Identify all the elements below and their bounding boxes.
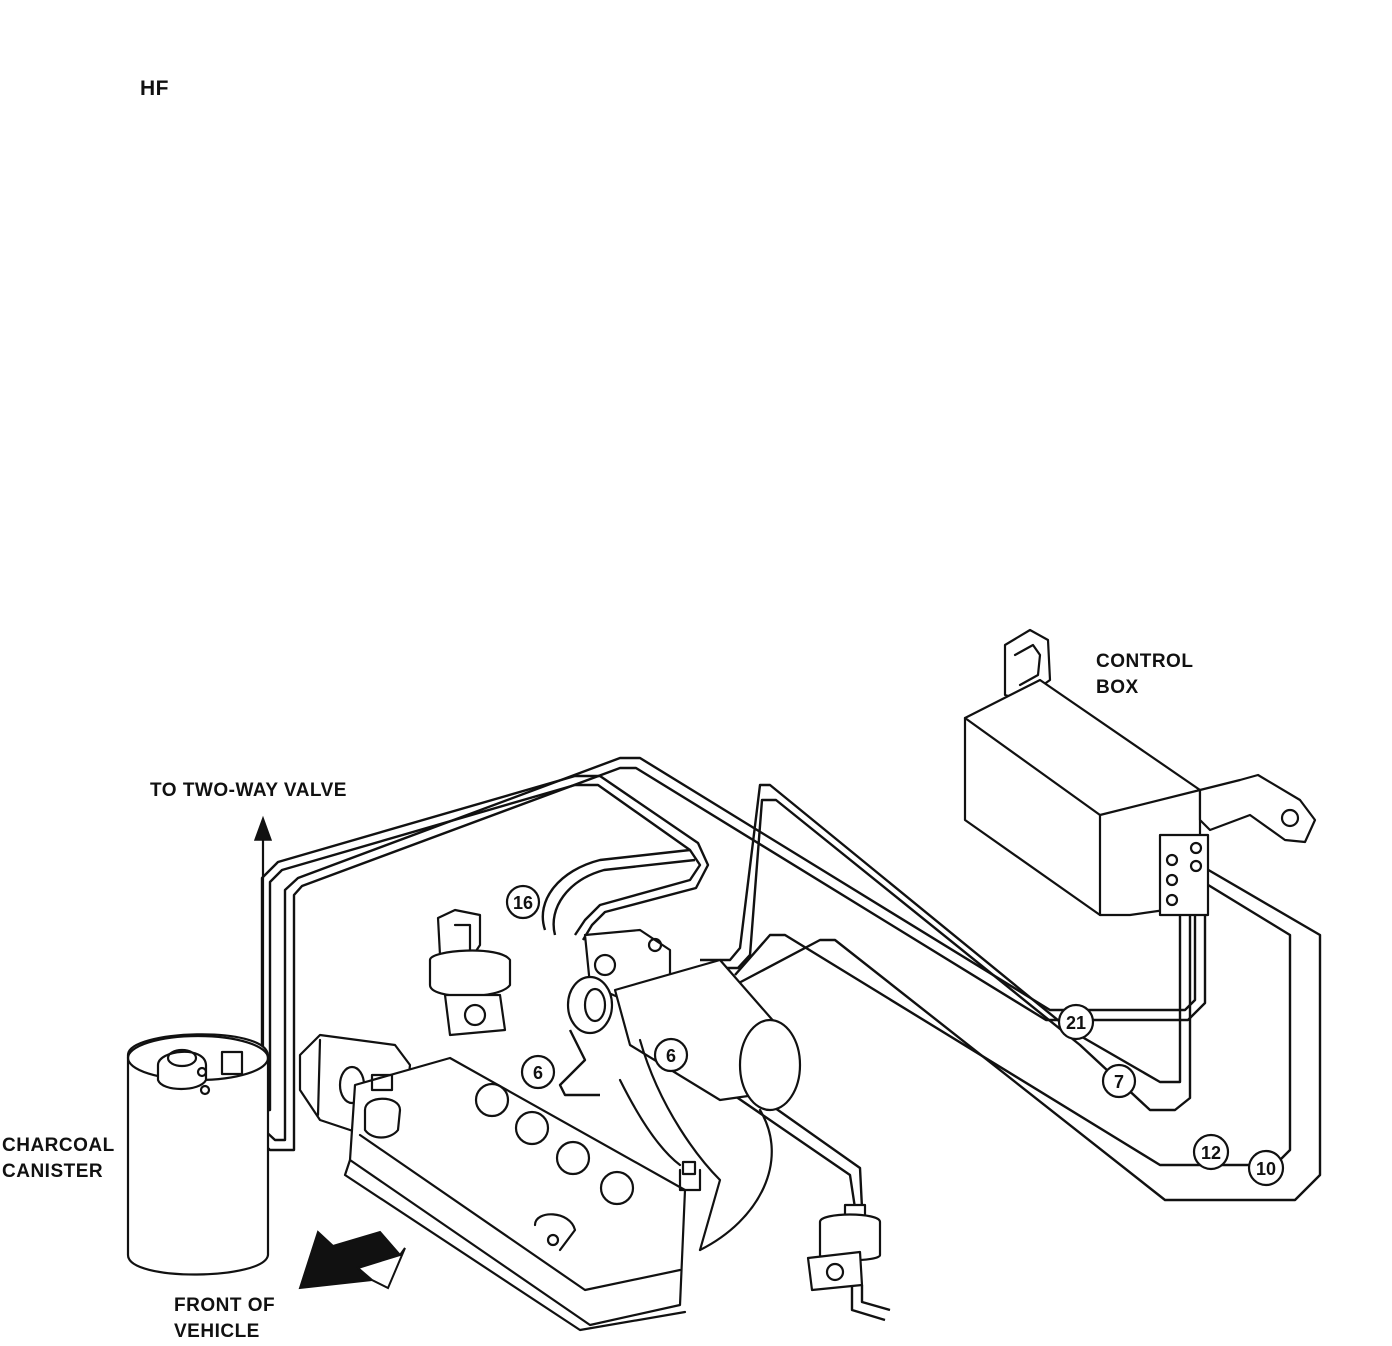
plug-4 [599,1170,635,1206]
two-way-valve-label: TO TWO-WAY VALVE [150,780,347,801]
control-box-label-line-1: CONTROL [1096,651,1194,672]
charcoal-canister [126,1033,270,1276]
charcoal-canister-label: CHARCOAL CANISTER [2,1133,115,1185]
callout-12-text: 12 [1201,1143,1221,1163]
control-box-right-bracket [1198,773,1317,844]
hose-6-left [558,1029,600,1097]
oil-cap [363,1097,402,1139]
control-box-label-line-2: BOX [1096,677,1139,698]
port-1 [1165,853,1179,867]
hose-12 [734,878,1292,1167]
hose-outer-top-inner [204,766,1207,1152]
callout-10-text: 10 [1256,1159,1276,1179]
control-box-label: CONTROL BOX [1096,649,1193,701]
hose-7 [712,798,1192,1112]
hose-21 [700,783,1182,1084]
callout-10: 10 [1247,1149,1285,1187]
callout-6-left-text: 6 [533,1063,543,1083]
front-of-vehicle-label-line-2: VEHICLE [174,1321,260,1342]
callout-16: 16 [505,884,541,920]
hose-outer-top [204,756,1197,1142]
callout-21: 21 [1057,1003,1095,1041]
callout-7-text: 7 [1114,1072,1124,1092]
port-4 [1189,859,1203,873]
callout-16-text: 16 [513,893,533,913]
plug-3 [555,1140,591,1176]
control-box [963,628,1317,917]
hose-10 [734,866,1322,1202]
hose-canister-loop [204,783,702,1112]
port-2 [1189,841,1203,855]
diagram-code: HF [140,77,169,100]
port-5 [1165,893,1179,907]
hose-16 [541,848,691,931]
plug-2 [514,1110,550,1146]
callout-7: 7 [1101,1063,1137,1099]
plug-1 [474,1082,510,1118]
charcoal-canister-label-line-1: CHARCOAL [2,1135,115,1156]
front-of-vehicle-arrow [298,1230,406,1290]
callout-6-right-text: 6 [666,1046,676,1066]
throttle-body [566,928,802,1252]
callout-6-left: 6 [520,1054,556,1090]
callout-21-text: 21 [1066,1013,1086,1033]
hose-16-inner [552,858,696,936]
charcoal-canister-label-line-2: CANISTER [2,1161,104,1182]
valve-cover [343,1056,702,1332]
front-of-vehicle-label: FRONT OF VEHICLE [174,1293,275,1345]
port-3 [1165,873,1179,887]
pressure-regulator [806,1203,891,1322]
front-of-vehicle-label-line-1: FRONT OF [174,1295,276,1316]
egr-valve [428,908,512,1037]
callout-12: 12 [1192,1133,1230,1171]
callout-6-right: 6 [653,1037,689,1073]
